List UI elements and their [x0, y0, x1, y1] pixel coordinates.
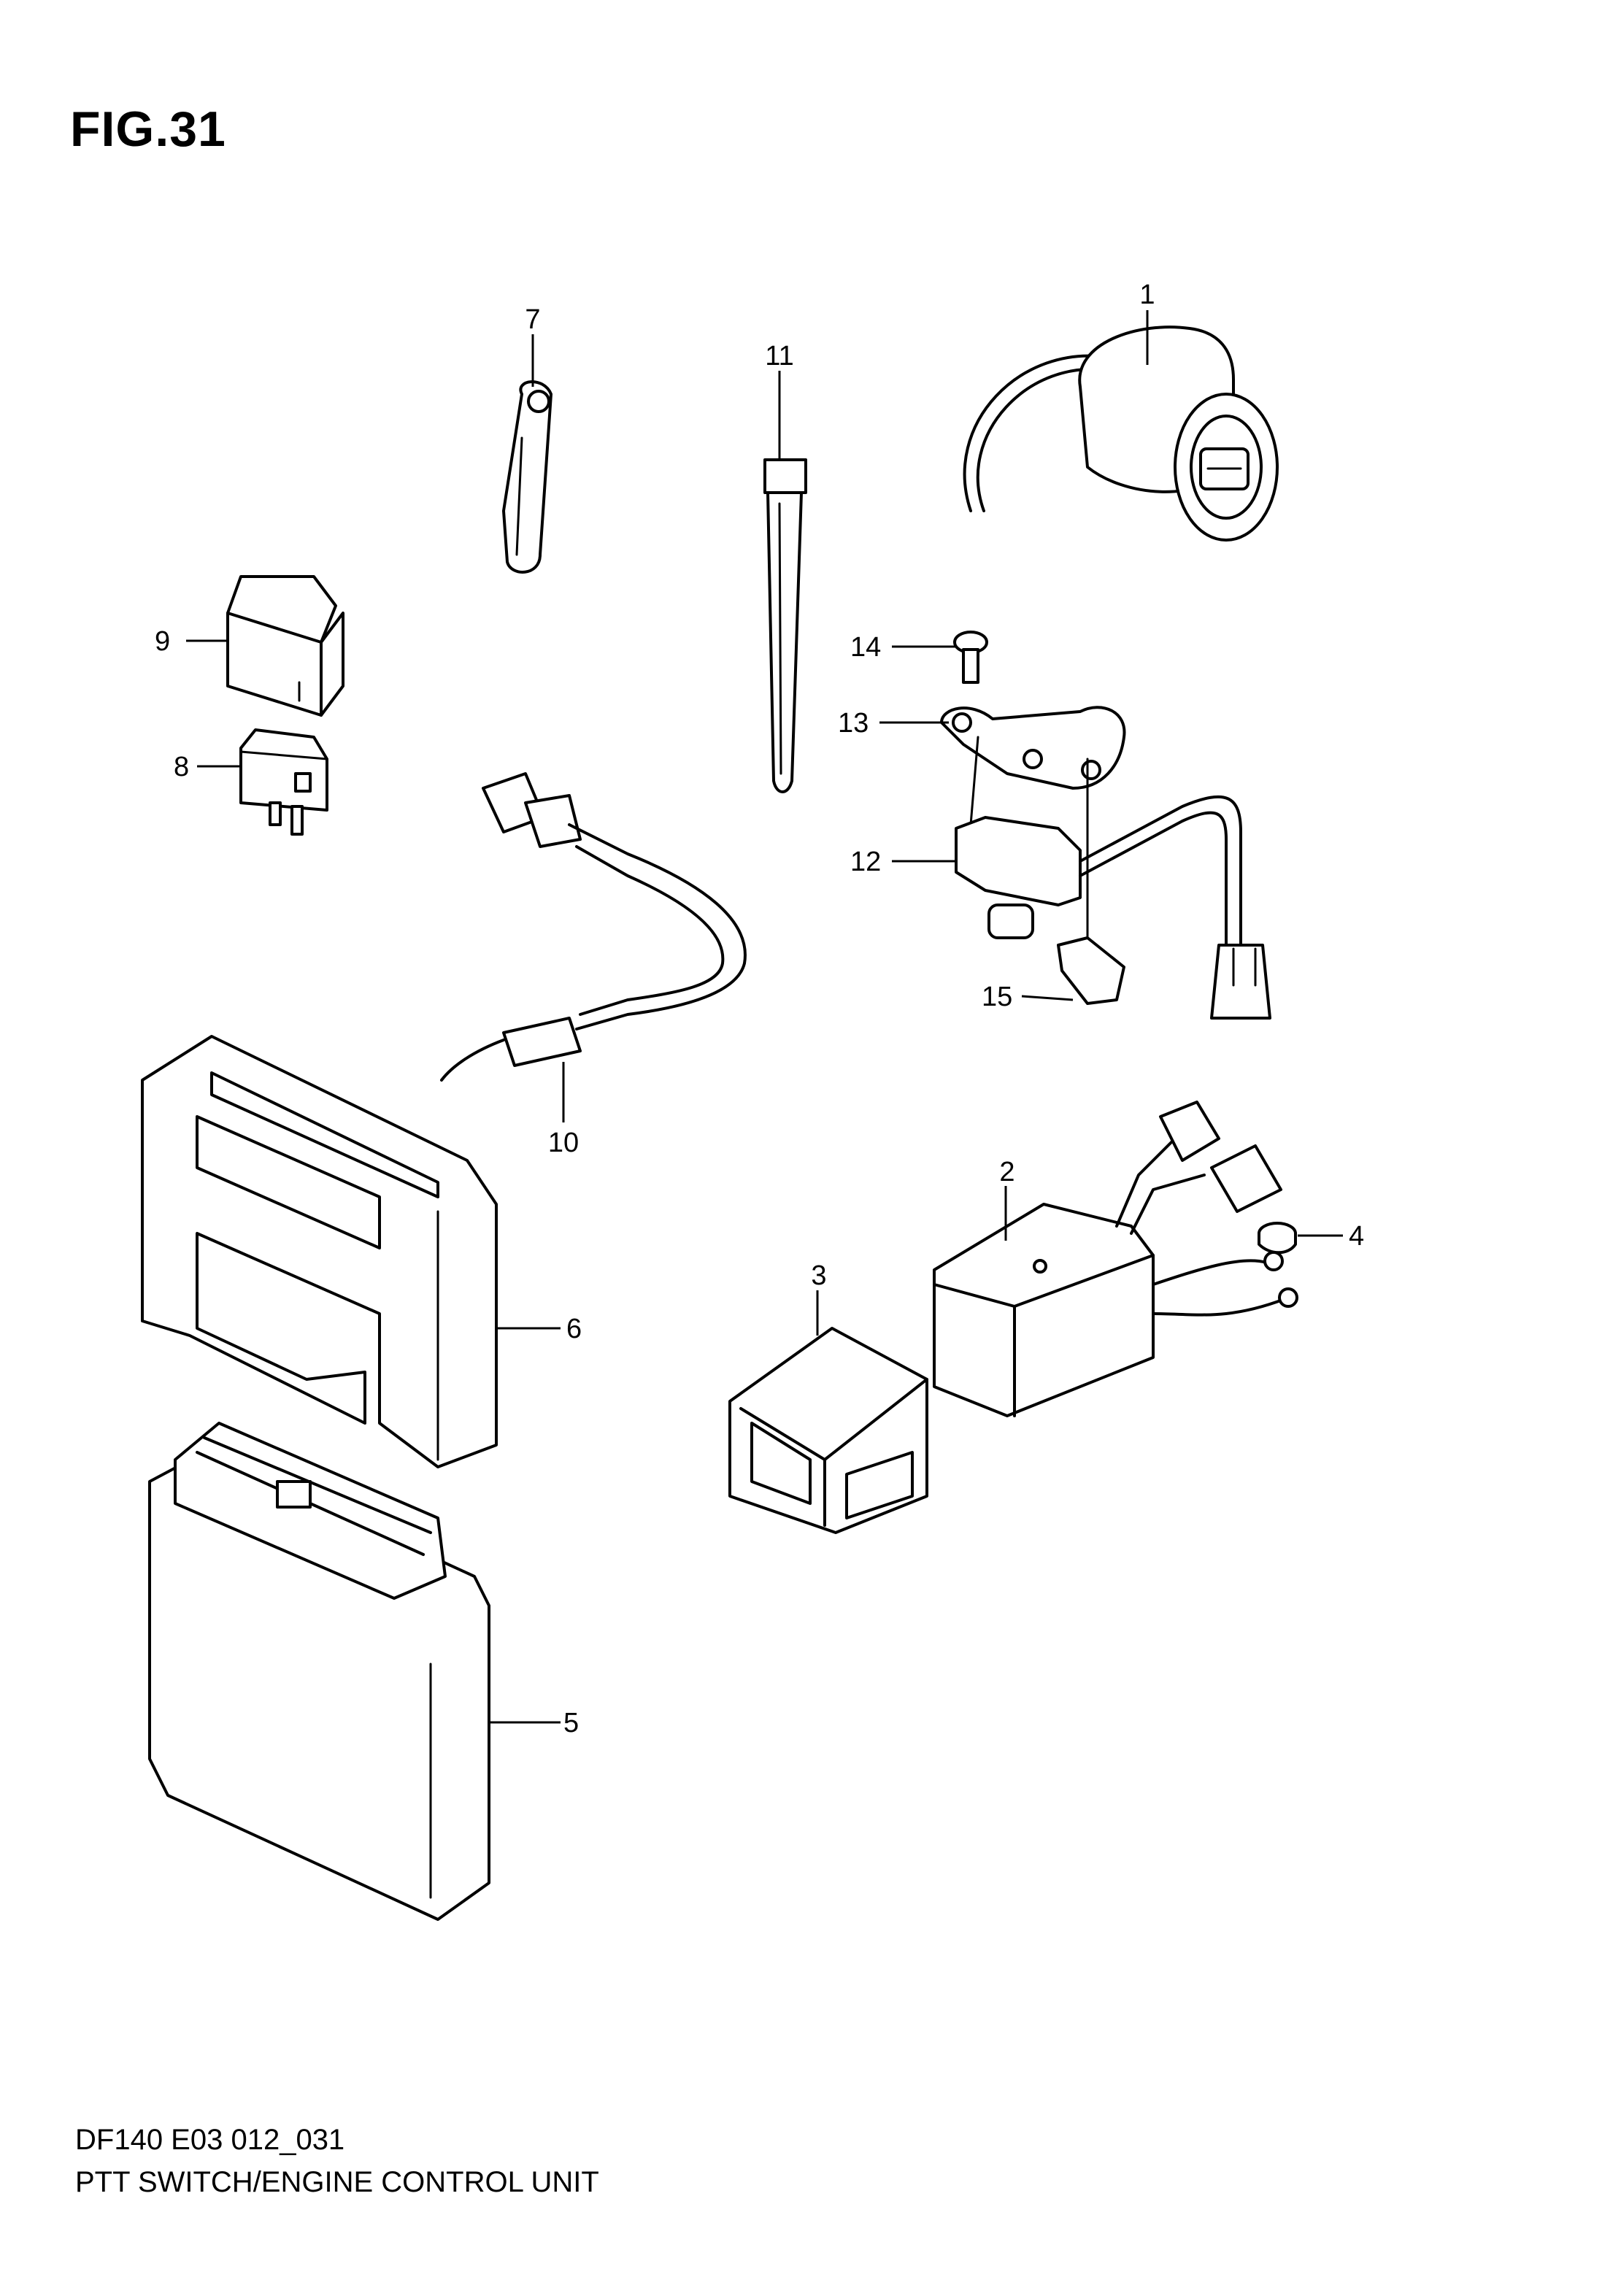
callout-5: 5	[563, 1708, 579, 1738]
callout-6: 6	[566, 1314, 582, 1344]
callout-1: 1	[1139, 280, 1155, 310]
figure-name: PTT SWITCH/ENGINE CONTROL UNIT	[75, 2166, 599, 2198]
callout-9: 9	[155, 626, 170, 657]
part-5-engine-control-unit	[148, 1422, 490, 1921]
model-code: DF140 E03 012_031	[75, 2124, 345, 2156]
callout-4: 4	[1349, 1221, 1364, 1252]
callout-12: 12	[850, 847, 881, 877]
part-13-bracket-plate	[940, 706, 1126, 826]
callout-labels: 1 2 3 4 5 6 7 8 9 10 11 12 13 14 15	[155, 280, 1364, 1738]
callout-15: 15	[982, 982, 1012, 1012]
callout-8: 8	[174, 752, 189, 782]
callout-11: 11	[765, 341, 793, 371]
part-12-ptt-switch	[955, 795, 1271, 1020]
figure-title: FIG.31	[70, 101, 226, 157]
part-4-cap	[1258, 1222, 1297, 1255]
callout-14: 14	[850, 632, 881, 663]
callout-7: 7	[525, 304, 540, 335]
callout-13: 13	[838, 708, 869, 739]
callout-3: 3	[811, 1260, 826, 1291]
part-14-screw	[953, 631, 988, 684]
part-10-switch-harness	[440, 772, 747, 1082]
part-7-strap-clamp	[502, 380, 552, 574]
part-3-connector-block	[728, 1327, 928, 1534]
part-6-cover-frame	[141, 1035, 498, 1468]
callout-10: 10	[548, 1128, 579, 1158]
part-9-relay	[226, 575, 344, 717]
leader-lines	[186, 310, 1343, 1724]
part-8-small-relay	[239, 728, 328, 836]
part-1-switch-with-cable	[963, 325, 1279, 542]
part-15-clip	[1057, 758, 1125, 1005]
callout-2: 2	[999, 1157, 1014, 1187]
part-2-control-module	[933, 1101, 1298, 1417]
part-11-cable-tie	[763, 458, 807, 793]
